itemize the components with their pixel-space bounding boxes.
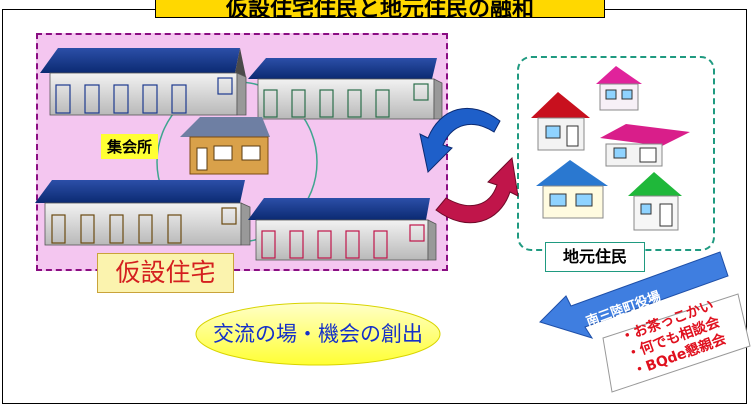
- arrow-blue: [419, 107, 501, 174]
- events-note: [602, 293, 751, 393]
- local-house-magenta: [600, 124, 690, 167]
- local-residents-label: 地元住民: [545, 242, 645, 272]
- local-house-red: [531, 92, 590, 151]
- town-office-arrow: [539, 251, 729, 339]
- temporary-housing-label: 仮設住宅: [97, 253, 234, 293]
- local-house-green: [628, 172, 682, 231]
- local-house-pink: [596, 66, 642, 111]
- prefab-house-2: [248, 58, 443, 120]
- prefab-house-1: [40, 48, 247, 116]
- meeting-hall-label: 集会所: [101, 134, 159, 159]
- exchange-ellipse: [195, 302, 441, 366]
- exchange-text: 交流の場・機会の創出: [213, 322, 423, 346]
- meeting-hall-building: [180, 117, 270, 175]
- arrow-red: [435, 156, 519, 224]
- prefab-house-3: [35, 180, 251, 246]
- diagram-title: 仮設住宅住民と地元住民の融和: [225, 0, 534, 18]
- local-house-blue: [536, 160, 608, 219]
- title-banner: 仮設住宅住民と地元住民の融和: [155, 0, 605, 18]
- prefab-house-4: [248, 198, 437, 261]
